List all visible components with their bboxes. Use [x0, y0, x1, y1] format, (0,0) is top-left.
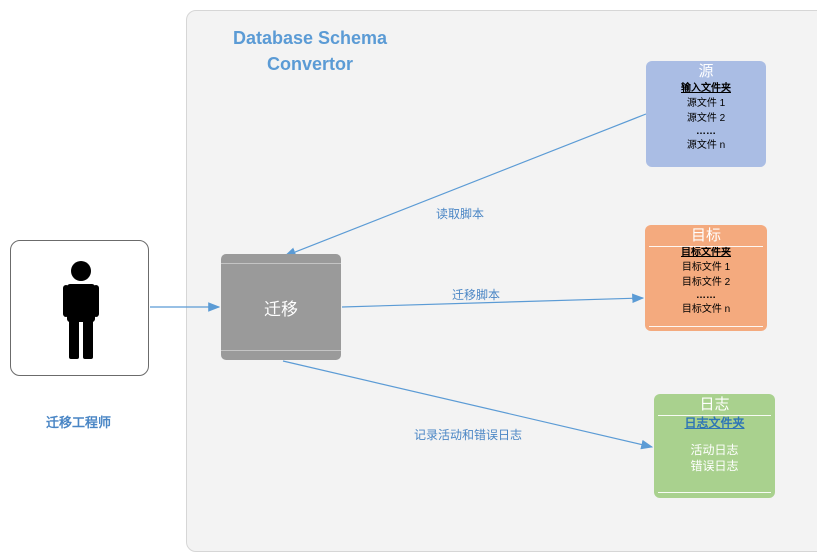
container-title: Database Schema Convertor	[215, 25, 405, 77]
target-title: 目标	[690, 227, 721, 244]
connector-arrows	[150, 113, 654, 450]
migrate-divider-top	[221, 263, 341, 264]
source-folder: 输入文件夹	[681, 83, 731, 94]
migrate-script-arrow	[341, 293, 645, 308]
engineer-label: 迁移工程师	[45, 415, 111, 430]
log-divider-bottom	[658, 492, 771, 493]
log-item: 错误日志	[690, 459, 739, 473]
source-item: 源文件 1	[686, 98, 726, 109]
target-item: 目标文件 2	[681, 277, 731, 288]
migrate-script-label: 迁移脚本	[452, 288, 501, 302]
log-divider-top	[658, 415, 771, 416]
migrate-divider-bottom	[221, 350, 341, 351]
target-card: 目标 目标文件夹 目标文件 1 目标文件 2 …… 目标文件 n	[645, 225, 767, 331]
log-title: 日志	[699, 396, 730, 413]
container-title-line2: Convertor	[266, 54, 353, 74]
log-card: 日志 日志文件夹 活动日志 错误日志	[654, 394, 775, 498]
source-card: 源 输入文件夹 源文件 1 源文件 2 …… 源文件 n	[646, 61, 766, 167]
migrate-box: 迁移	[221, 254, 341, 360]
target-divider-bottom	[649, 326, 763, 327]
target-divider-top	[649, 246, 763, 247]
target-item: ……	[696, 290, 716, 301]
target-item: 目标文件 n	[681, 304, 731, 315]
source-item: 源文件 n	[686, 140, 726, 151]
log-folder: 日志文件夹	[684, 416, 745, 430]
source-title: 源	[698, 63, 714, 80]
container-title-line1: Database Schema	[232, 28, 388, 48]
engineer-box	[10, 240, 149, 376]
log-arrow	[282, 360, 654, 450]
source-item: ……	[696, 126, 716, 137]
read-script-arrow	[283, 113, 647, 257]
source-item: 源文件 2	[686, 113, 726, 124]
migrate-label: 迁移	[264, 299, 298, 319]
person-icon	[63, 261, 99, 359]
read-script-label: 读取脚本	[436, 207, 485, 221]
target-folder: 目标文件夹	[681, 247, 731, 258]
target-item: 目标文件 1	[681, 262, 731, 273]
log-arrow-label: 记录活动和错误日志	[414, 428, 523, 442]
log-item: 活动日志	[690, 443, 739, 457]
